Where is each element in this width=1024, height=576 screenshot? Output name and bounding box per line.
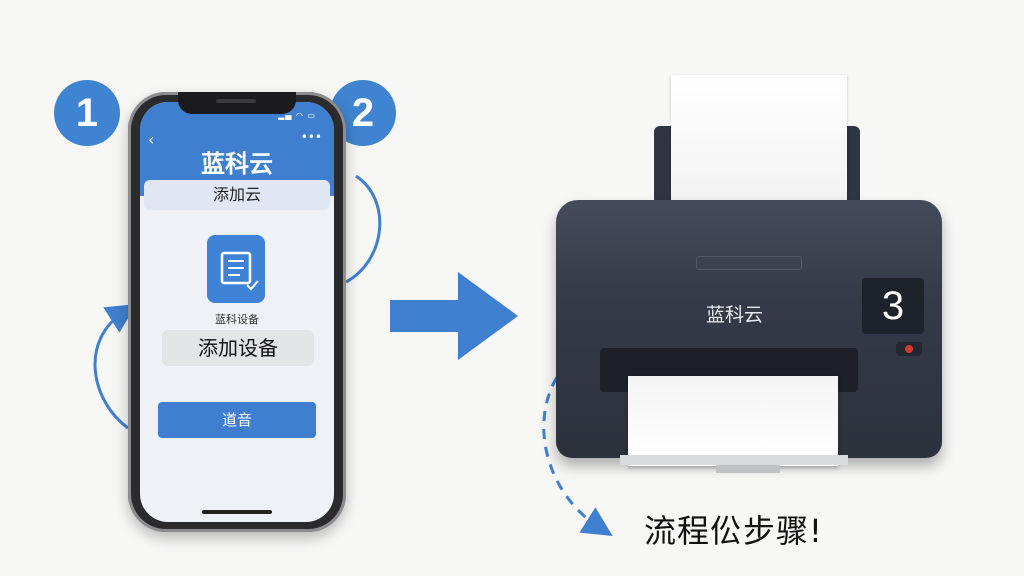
printer-device-icon[interactable] xyxy=(207,235,265,303)
main-right-arrow xyxy=(390,272,518,360)
power-led-icon xyxy=(905,345,913,353)
top-handle xyxy=(696,256,802,270)
printer-foot xyxy=(716,465,780,473)
output-paper xyxy=(628,376,838,466)
phone-screen: ▂▄ ◠ ▭ ‹ ••• 蓝科云 添加云 蓝科设备 添加设备 道音 xyxy=(140,102,334,522)
add-device-field[interactable]: 添加设备 xyxy=(162,330,314,366)
left-curved-arrow xyxy=(93,303,137,430)
step-1-badge: 1 xyxy=(54,80,120,146)
more-icon[interactable]: ••• xyxy=(300,130,322,144)
device-label: 蓝科设备 xyxy=(215,313,259,326)
output-tray xyxy=(620,455,848,465)
app-title: 蓝科云 xyxy=(201,150,273,178)
confirm-button[interactable]: 道音 xyxy=(158,402,316,438)
power-button[interactable] xyxy=(896,342,922,356)
add-cloud-header: 添加云 xyxy=(144,180,330,210)
step-3-display: 3 xyxy=(862,278,924,334)
smartphone: ▂▄ ◠ ▭ ‹ ••• 蓝科云 添加云 蓝科设备 添加设备 道音 xyxy=(128,92,346,532)
printer-brand: 蓝科云 xyxy=(706,304,764,326)
phone-notch xyxy=(178,92,296,114)
right-curved-arrow xyxy=(345,174,382,284)
home-indicator xyxy=(202,510,272,514)
back-icon[interactable]: ‹ xyxy=(148,130,155,149)
process-caption: 流程伀步骤! xyxy=(644,512,823,550)
status-bar-icons: ▂▄ ◠ ▭ xyxy=(278,111,316,120)
